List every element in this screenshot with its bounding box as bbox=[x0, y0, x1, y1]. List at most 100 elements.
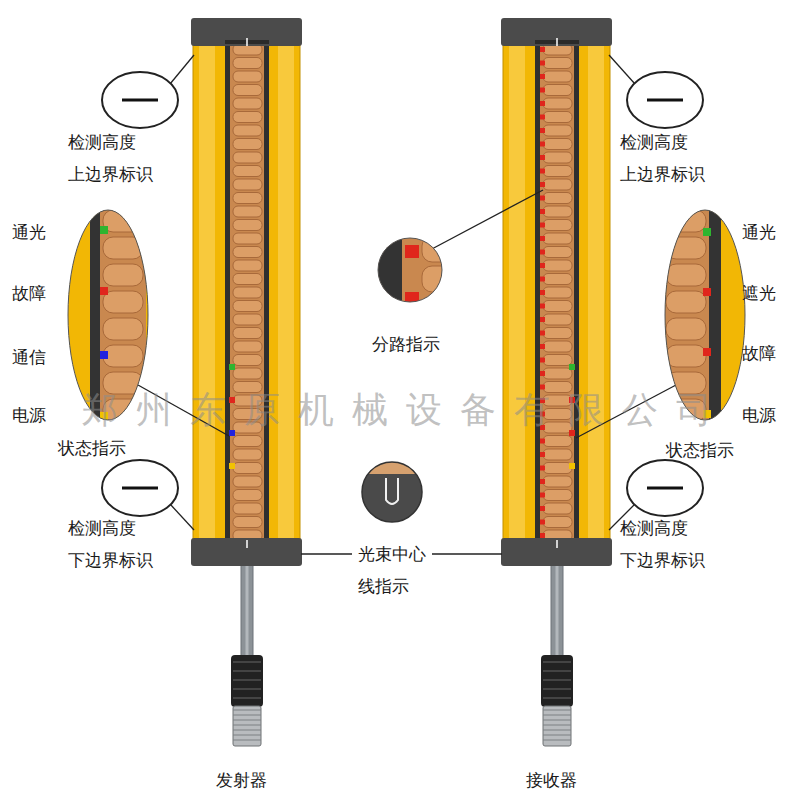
lens-strip bbox=[540, 38, 574, 545]
status-led bbox=[100, 351, 108, 359]
lens bbox=[666, 318, 706, 340]
thread-line bbox=[543, 715, 571, 716]
lens bbox=[543, 476, 572, 487]
status-led bbox=[703, 348, 711, 356]
receiver-unit bbox=[501, 18, 612, 746]
lens bbox=[103, 237, 143, 259]
channel-led bbox=[540, 493, 545, 498]
lens bbox=[233, 166, 262, 177]
lens bbox=[543, 314, 572, 325]
emitter-unit bbox=[191, 18, 302, 746]
cap-detail bbox=[360, 460, 424, 524]
callout-circle bbox=[627, 72, 703, 128]
lens bbox=[543, 220, 572, 231]
lens bbox=[666, 264, 706, 286]
lens bbox=[543, 368, 572, 379]
channel-led bbox=[540, 385, 545, 390]
lens bbox=[543, 206, 572, 217]
channel-led bbox=[540, 128, 545, 133]
channel-led bbox=[540, 101, 545, 106]
bottom-cap bbox=[501, 538, 612, 566]
lens bbox=[666, 345, 706, 367]
channel-led bbox=[540, 533, 545, 538]
connector-thread bbox=[543, 706, 571, 746]
channel-led bbox=[540, 169, 545, 174]
channel-led bbox=[540, 371, 545, 376]
leader-line bbox=[430, 190, 543, 250]
channel-led bbox=[540, 506, 545, 511]
thread-line bbox=[543, 710, 571, 711]
cable-highlight bbox=[556, 562, 559, 656]
lens bbox=[233, 517, 262, 528]
lens bbox=[233, 287, 262, 298]
lens bbox=[233, 314, 262, 325]
status-led bbox=[229, 463, 235, 469]
housing-highlight bbox=[509, 22, 525, 547]
status-led bbox=[703, 228, 711, 236]
magnifier-outline bbox=[665, 210, 745, 420]
lens bbox=[543, 71, 572, 82]
lens bbox=[543, 179, 572, 190]
led-label: 通信 bbox=[12, 341, 46, 373]
magnified-view bbox=[360, 460, 424, 524]
channel-led bbox=[540, 358, 545, 363]
lens bbox=[543, 166, 572, 177]
channel-led bbox=[540, 304, 545, 309]
lens bbox=[233, 179, 262, 190]
boundary-mark bbox=[556, 540, 558, 548]
lens-channel bbox=[225, 34, 269, 549]
led-label: 通光 bbox=[12, 216, 46, 248]
callout-circle bbox=[627, 460, 703, 516]
magnified-view bbox=[376, 236, 452, 306]
lens bbox=[233, 247, 262, 258]
channel-led bbox=[540, 196, 545, 201]
led-label: 故障 bbox=[742, 337, 776, 369]
boundary-symbol bbox=[647, 487, 683, 490]
lens bbox=[666, 210, 706, 232]
connector-grip bbox=[233, 679, 261, 681]
status-led bbox=[229, 430, 235, 436]
boundary-label: 检测高度 下边界标识 bbox=[68, 512, 155, 576]
lens bbox=[233, 58, 262, 69]
lens bbox=[233, 260, 262, 271]
connector-grip bbox=[233, 661, 261, 663]
lens bbox=[233, 301, 262, 312]
status-led bbox=[100, 226, 108, 234]
led-label: 故障 bbox=[12, 277, 46, 309]
thread-line bbox=[543, 725, 571, 726]
lens bbox=[233, 98, 262, 109]
status-led bbox=[569, 364, 575, 370]
thread-line bbox=[233, 740, 261, 741]
device-name: 接收器 bbox=[526, 764, 577, 796]
lens bbox=[233, 341, 262, 352]
leader-line bbox=[170, 55, 194, 84]
lens bbox=[233, 125, 262, 136]
lens bbox=[233, 233, 262, 244]
channel-led bbox=[540, 61, 545, 66]
part-label: 状态指示 bbox=[666, 434, 734, 466]
channel-led bbox=[540, 263, 545, 268]
channel-led bbox=[540, 452, 545, 457]
bottom-cap bbox=[191, 538, 302, 566]
channel-led bbox=[540, 277, 545, 282]
connector-grip bbox=[233, 697, 261, 699]
lens bbox=[233, 71, 262, 82]
channel-led bbox=[540, 439, 545, 444]
status-led bbox=[229, 364, 235, 370]
part-label: 分路指示 bbox=[372, 328, 440, 360]
connector-grip bbox=[543, 679, 571, 681]
lens bbox=[543, 503, 572, 514]
thread-line bbox=[233, 720, 261, 721]
lens bbox=[543, 193, 572, 204]
lens bbox=[233, 139, 262, 150]
lens bbox=[233, 463, 262, 474]
lens bbox=[543, 139, 572, 150]
top-cap bbox=[501, 18, 612, 46]
part-label: 光束中心 线指示 bbox=[358, 538, 445, 602]
boundary-symbol bbox=[647, 99, 683, 102]
top-cap bbox=[191, 18, 302, 46]
housing bbox=[193, 22, 300, 547]
thread-line bbox=[233, 735, 261, 736]
lens bbox=[233, 85, 262, 96]
cable bbox=[241, 560, 253, 658]
